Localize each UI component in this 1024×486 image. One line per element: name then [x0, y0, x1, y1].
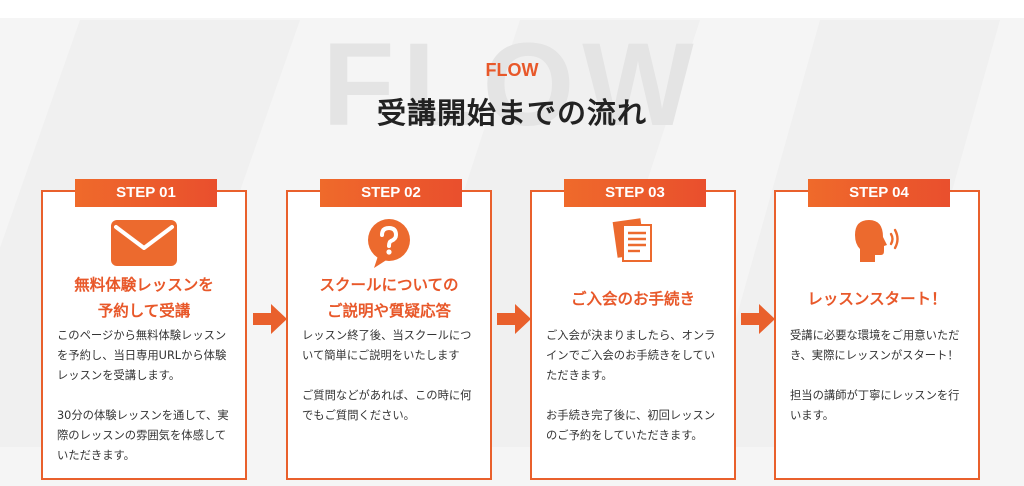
step-heading: スクールについての ご説明や質疑応答 — [319, 276, 459, 320]
step-description: このページから無料体験レッスンを予約し、当日専用URLから体験レッスンを受講しま… — [57, 329, 229, 462]
question-bubble-icon — [288, 218, 490, 268]
step-heading: ご入会のお手続き — [570, 290, 695, 308]
arrow-right-icon — [741, 304, 775, 334]
speaking-person-icon — [776, 218, 978, 264]
step-description: ご入会が決まりましたら、オンラインでご入会のお手続きをしていただきます。 お手続… — [546, 329, 716, 442]
step-label: STEP 02 — [320, 179, 462, 207]
section-title: 受講開始までの流れ — [376, 96, 647, 130]
arrow-right-icon — [497, 304, 531, 334]
step-heading: 無料体験レッスンを 予約して受講 — [74, 276, 214, 320]
step-card-1: STEP 01 無料体験レッスンを 予約して受講 このページから無料体験レッスン… — [41, 179, 247, 480]
mail-icon — [43, 220, 245, 266]
arrow-right-icon — [253, 304, 287, 334]
step-card-3: STEP 03 ご入会のお手続き ご入会が決まりましたら、オンラインでご入会のお… — [530, 179, 736, 480]
documents-icon — [532, 218, 734, 264]
step-label: STEP 01 — [75, 179, 217, 207]
step-description: レッスン終了後、当スクールについて簡単にご説明をいたします ご質問などがあれば、… — [302, 329, 472, 422]
step-card-4: STEP 04 レッスンスタート！ 受講に必要な環境をご用意いただき、実際にレッ… — [774, 179, 980, 480]
step-heading: レッスンスタート！ — [807, 290, 947, 308]
section-eyebrow: FLOW — [485, 60, 539, 80]
step-description: 受講に必要な環境をご用意いただき、実際にレッスンがスタート！ 担当の講師が丁寧に… — [790, 329, 960, 422]
step-card-2: STEP 02 スクールについての ご説明や質疑応答 レッスン終了後、当スクール… — [286, 179, 492, 480]
step-label: STEP 04 — [808, 179, 950, 207]
step-label: STEP 03 — [564, 179, 706, 207]
